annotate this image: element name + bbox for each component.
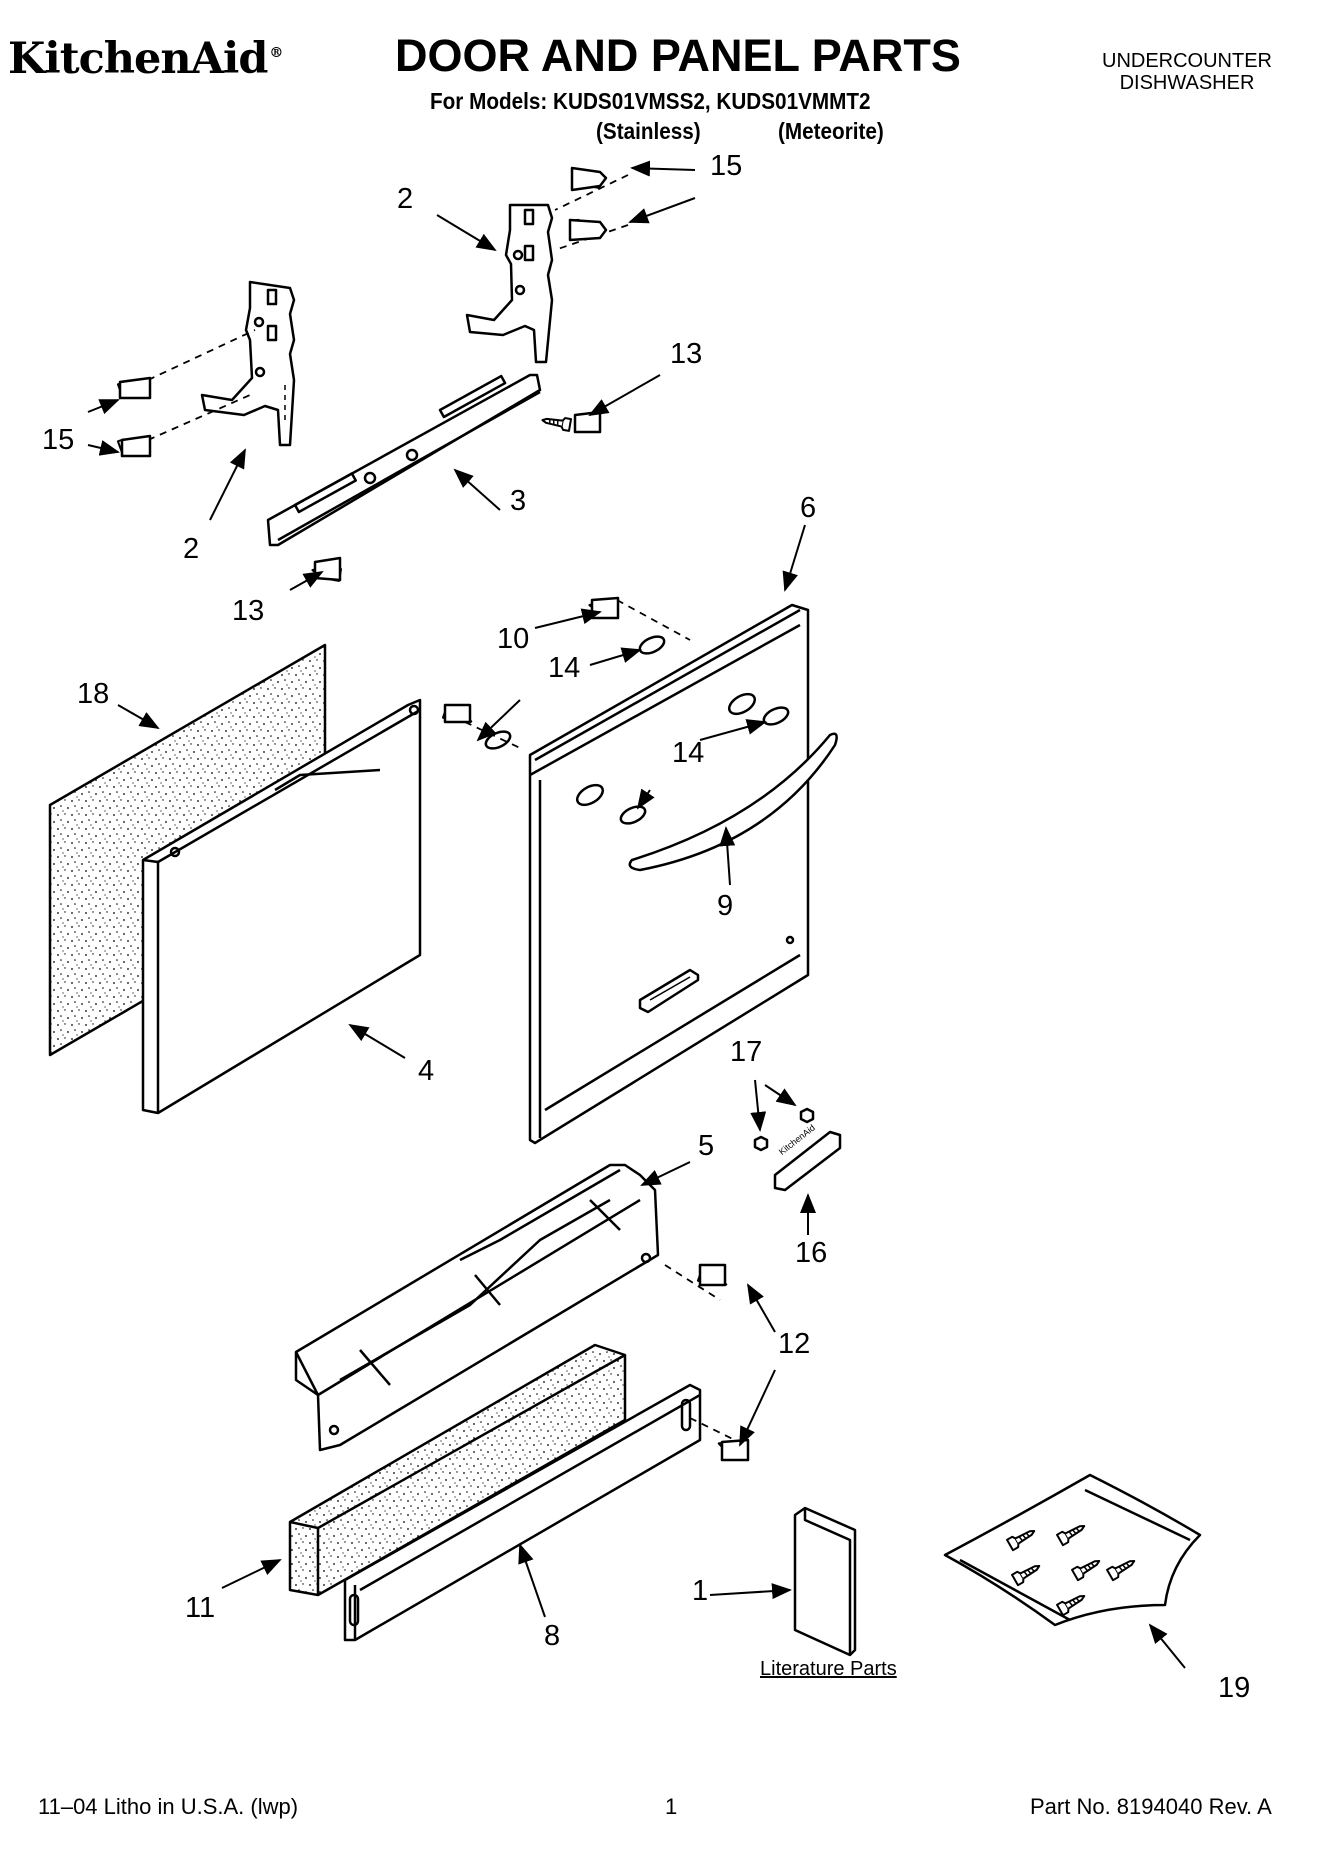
registered-mark: ®: [269, 45, 283, 61]
callout-16: 16: [795, 1237, 828, 1269]
toe-plate: [343, 1383, 702, 1642]
callout-2-top: 2: [397, 183, 414, 215]
page-number: 1: [665, 1794, 678, 1819]
callout-2-left: 2: [183, 533, 200, 565]
callout-9: 9: [717, 890, 734, 922]
callout-15-left: 15: [42, 424, 75, 456]
support-rail: [266, 373, 542, 547]
badge: [773, 1130, 842, 1192]
callout-13-left: 13: [232, 595, 265, 627]
part-number: Part No. 8194040 Rev. A: [1030, 1794, 1272, 1819]
variant-stainless: (Stainless): [596, 118, 701, 144]
brand-logo: KitchenAid®: [8, 34, 283, 84]
callout-11: 11: [185, 1592, 216, 1624]
toe-panel-insulation: [288, 1343, 627, 1597]
callout-3: 3: [510, 485, 527, 517]
callout-17: 17: [730, 1036, 763, 1068]
callout-19: 19: [1218, 1672, 1251, 1704]
callout-18: 18: [77, 678, 110, 710]
literature-booklet: [793, 1506, 857, 1657]
appliance-line-2: DISHWASHER: [1119, 72, 1255, 94]
toe-panel-bracket: [294, 1163, 660, 1452]
models-line: For Models: KUDS01VMSS2, KUDS01VMMT2: [430, 88, 871, 114]
outer-door-panel: [528, 603, 810, 1145]
appliance-line-1: UNDERCOUNTER: [1102, 50, 1272, 72]
hardware-bag: [943, 1473, 1202, 1627]
door-handle: [628, 732, 838, 872]
mounting-bracket-right: [465, 203, 554, 364]
variant-meteorite: (Meteorite): [778, 118, 884, 144]
appliance-type: UNDERCOUNTER DISHWASHER: [1102, 50, 1272, 94]
callout-8: 8: [544, 1620, 561, 1652]
badge-text: KitchenAid: [776, 1122, 817, 1157]
callout-12: 12: [778, 1328, 811, 1360]
page-title: DOOR AND PANEL PARTS: [395, 30, 961, 81]
callout-13-top: 13: [670, 338, 703, 370]
callout-10: 10: [497, 623, 530, 655]
callout-14-upper: 14: [548, 652, 581, 684]
door-panel: [141, 698, 422, 1115]
callout-15-top: 15: [710, 150, 743, 182]
callout-5: 5: [698, 1130, 715, 1162]
literature-parts-label: Literature Parts: [760, 1658, 897, 1680]
mounting-bracket-left: [200, 280, 296, 447]
callout-4: 4: [418, 1055, 435, 1087]
callout-6: 6: [800, 492, 817, 524]
callout-14-lower: 14: [672, 737, 705, 769]
callout-arrows: [87, 160, 1186, 1669]
callout-1: 1: [692, 1575, 709, 1607]
brand-name: KitchenAid: [8, 34, 268, 84]
badge-nuts: [753, 1107, 815, 1152]
litho-note: 11–04 Litho in U.S.A. (lwp): [38, 1794, 299, 1819]
